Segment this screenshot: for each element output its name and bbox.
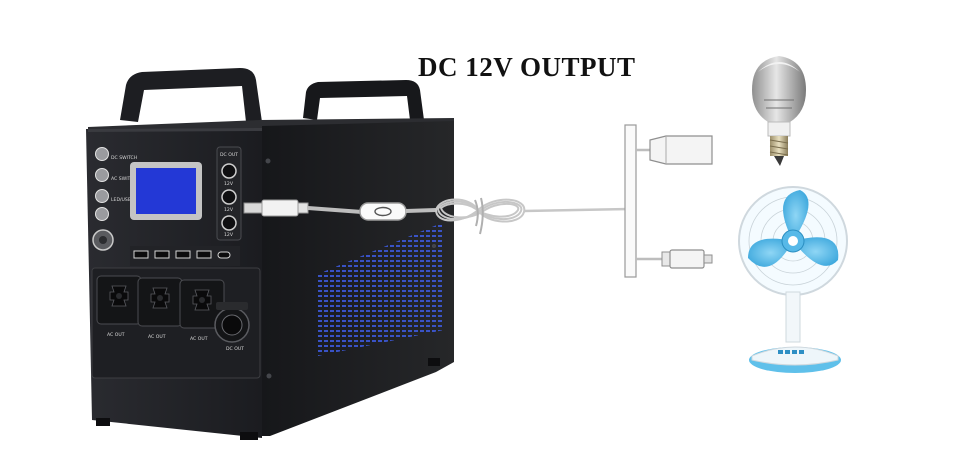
- jack-2-label: 12V: [224, 207, 234, 213]
- ac-socket-1[interactable]: [96, 275, 142, 325]
- ac-switch-label: AC SWITCH: [111, 176, 137, 182]
- dc-jack-1[interactable]: [221, 163, 237, 179]
- usb-port-3[interactable]: [175, 250, 191, 259]
- dc-plug[interactable]: [243, 202, 263, 214]
- bulb-socket[interactable]: [649, 135, 713, 165]
- fan-plug[interactable]: [669, 249, 705, 269]
- usb-button[interactable]: [95, 207, 109, 221]
- fan-speed-buttons[interactable]: [778, 350, 804, 354]
- dc-output-title: DC 12V OUTPUT: [418, 52, 636, 82]
- front-handle[interactable]: [120, 68, 262, 122]
- ac-out-label-2: AC OUT: [148, 334, 166, 340]
- rear-handle[interactable]: [303, 80, 424, 120]
- cable-switch[interactable]: [359, 202, 407, 221]
- dc-jack-3[interactable]: [221, 215, 237, 231]
- light-bulb: [752, 56, 806, 166]
- dc-out-label-top: DC OUT: [220, 152, 238, 158]
- ac-out-label-3: AC OUT: [190, 336, 208, 342]
- dc-switch-label: DC SWITCH: [111, 155, 137, 161]
- splitter: [624, 124, 637, 278]
- switch-column: DC SWITCH AC SWITCH LED/USB: [92, 147, 137, 251]
- ac-socket-3[interactable]: [179, 279, 225, 329]
- ac-out-label-1: AC OUT: [107, 332, 125, 338]
- dc-out-label-bottom: DC OUT: [226, 346, 244, 352]
- usb-row: [130, 246, 240, 266]
- jack-1-label: 12V: [224, 181, 234, 187]
- car-socket[interactable]: [214, 302, 250, 343]
- dc-jack-2[interactable]: [221, 189, 237, 205]
- usb-c-port[interactable]: [217, 251, 231, 259]
- usb-port-4[interactable]: [196, 250, 212, 259]
- ac-switch-button[interactable]: [95, 168, 109, 182]
- coiled-cable: [434, 197, 526, 235]
- desk-fan: [738, 186, 848, 373]
- jack-3-label: 12V: [224, 232, 234, 238]
- ac-socket-panel: AC OUT AC OUT AC OUT DC OUT: [91, 267, 261, 379]
- usb-port-2[interactable]: [154, 250, 170, 259]
- power-station: DC SWITCH AC SWITCH LED/USB DC OUT 12V 1…: [86, 68, 454, 440]
- dc-out-panel: DC OUT 12V 12V 12V: [216, 146, 242, 241]
- led-usb-label: LED/USB: [111, 197, 131, 203]
- ac-socket-2[interactable]: [137, 277, 183, 327]
- led-button[interactable]: [95, 189, 109, 203]
- dc-cable: [243, 124, 713, 278]
- dc-switch-button[interactable]: [95, 147, 109, 161]
- usb-port-1[interactable]: [133, 250, 149, 259]
